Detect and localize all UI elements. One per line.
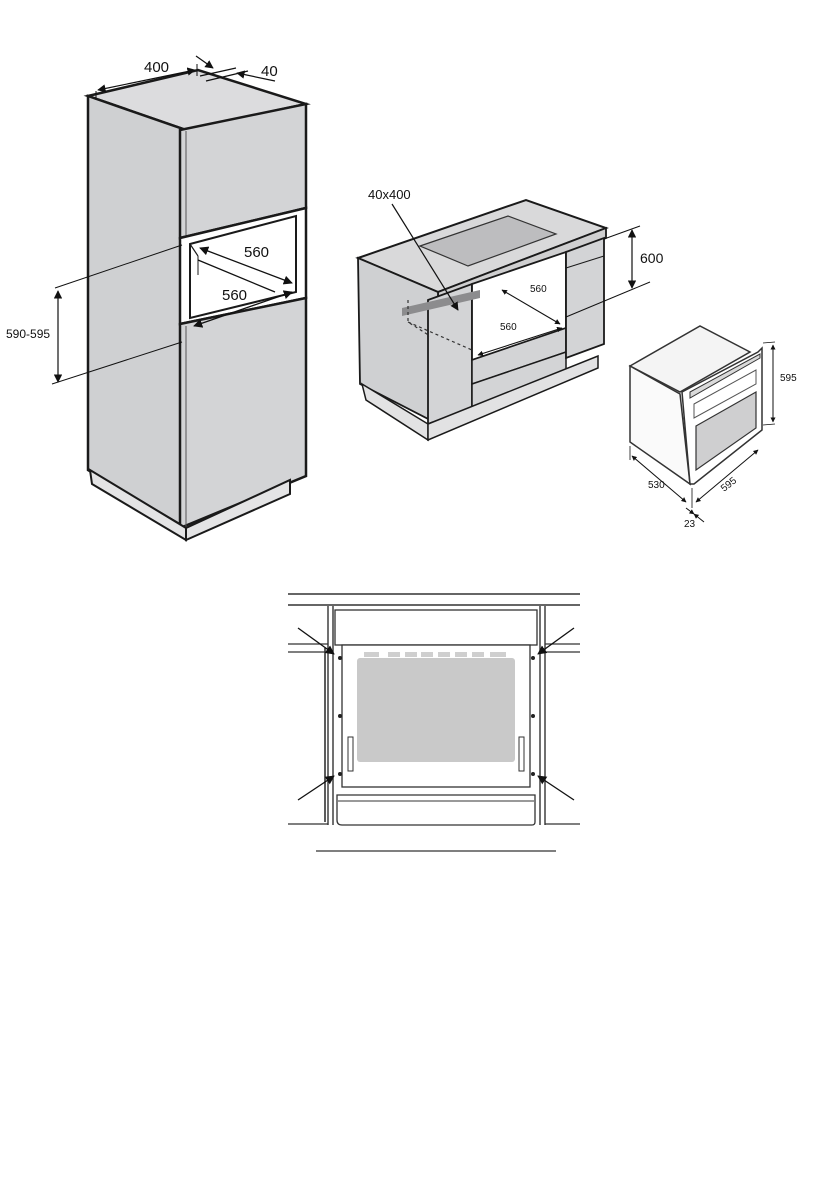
column-cabinet: 400 40 560 560 590-595 [6,55,311,542]
arrow-bottom-left [297,775,335,801]
label-oven-height: 595 [780,373,797,384]
screw-point-bottom-right [531,772,535,776]
arrow-top-right [537,627,575,655]
label-niche-height: 590-595 [6,327,50,341]
vent-slots [364,652,506,657]
label-vent-opening: 40x400 [368,187,411,202]
oven-unit: 595 530 595 23 [628,325,797,530]
label-uc-niche-depth: 560 [530,284,547,295]
arrow-top-left [297,627,335,655]
label-niche-depth: 560 [244,244,269,261]
label-niche-width: 560 [222,287,247,304]
screw-point-top-right [531,656,535,660]
screw-point-bottom-left [338,772,342,776]
label-uc-niche-width: 560 [500,322,517,333]
label-oven-front-thickness: 23 [684,519,696,530]
label-uc-niche-height: 600 [640,250,664,266]
screw-point-mid-right [531,714,535,718]
label-top-width: 400 [144,59,169,76]
label-oven-depth: 530 [648,480,665,491]
screw-point-mid-left [338,714,342,718]
undercounter-cabinet: 40x400 560 560 600 [355,187,664,442]
arrow-bottom-right [537,775,575,801]
front-fixing-view [288,593,580,852]
screw-point-top-left [338,656,342,660]
label-oven-width: 595 [719,475,739,494]
oven-window [357,658,515,762]
label-top-gap: 40 [261,63,278,80]
